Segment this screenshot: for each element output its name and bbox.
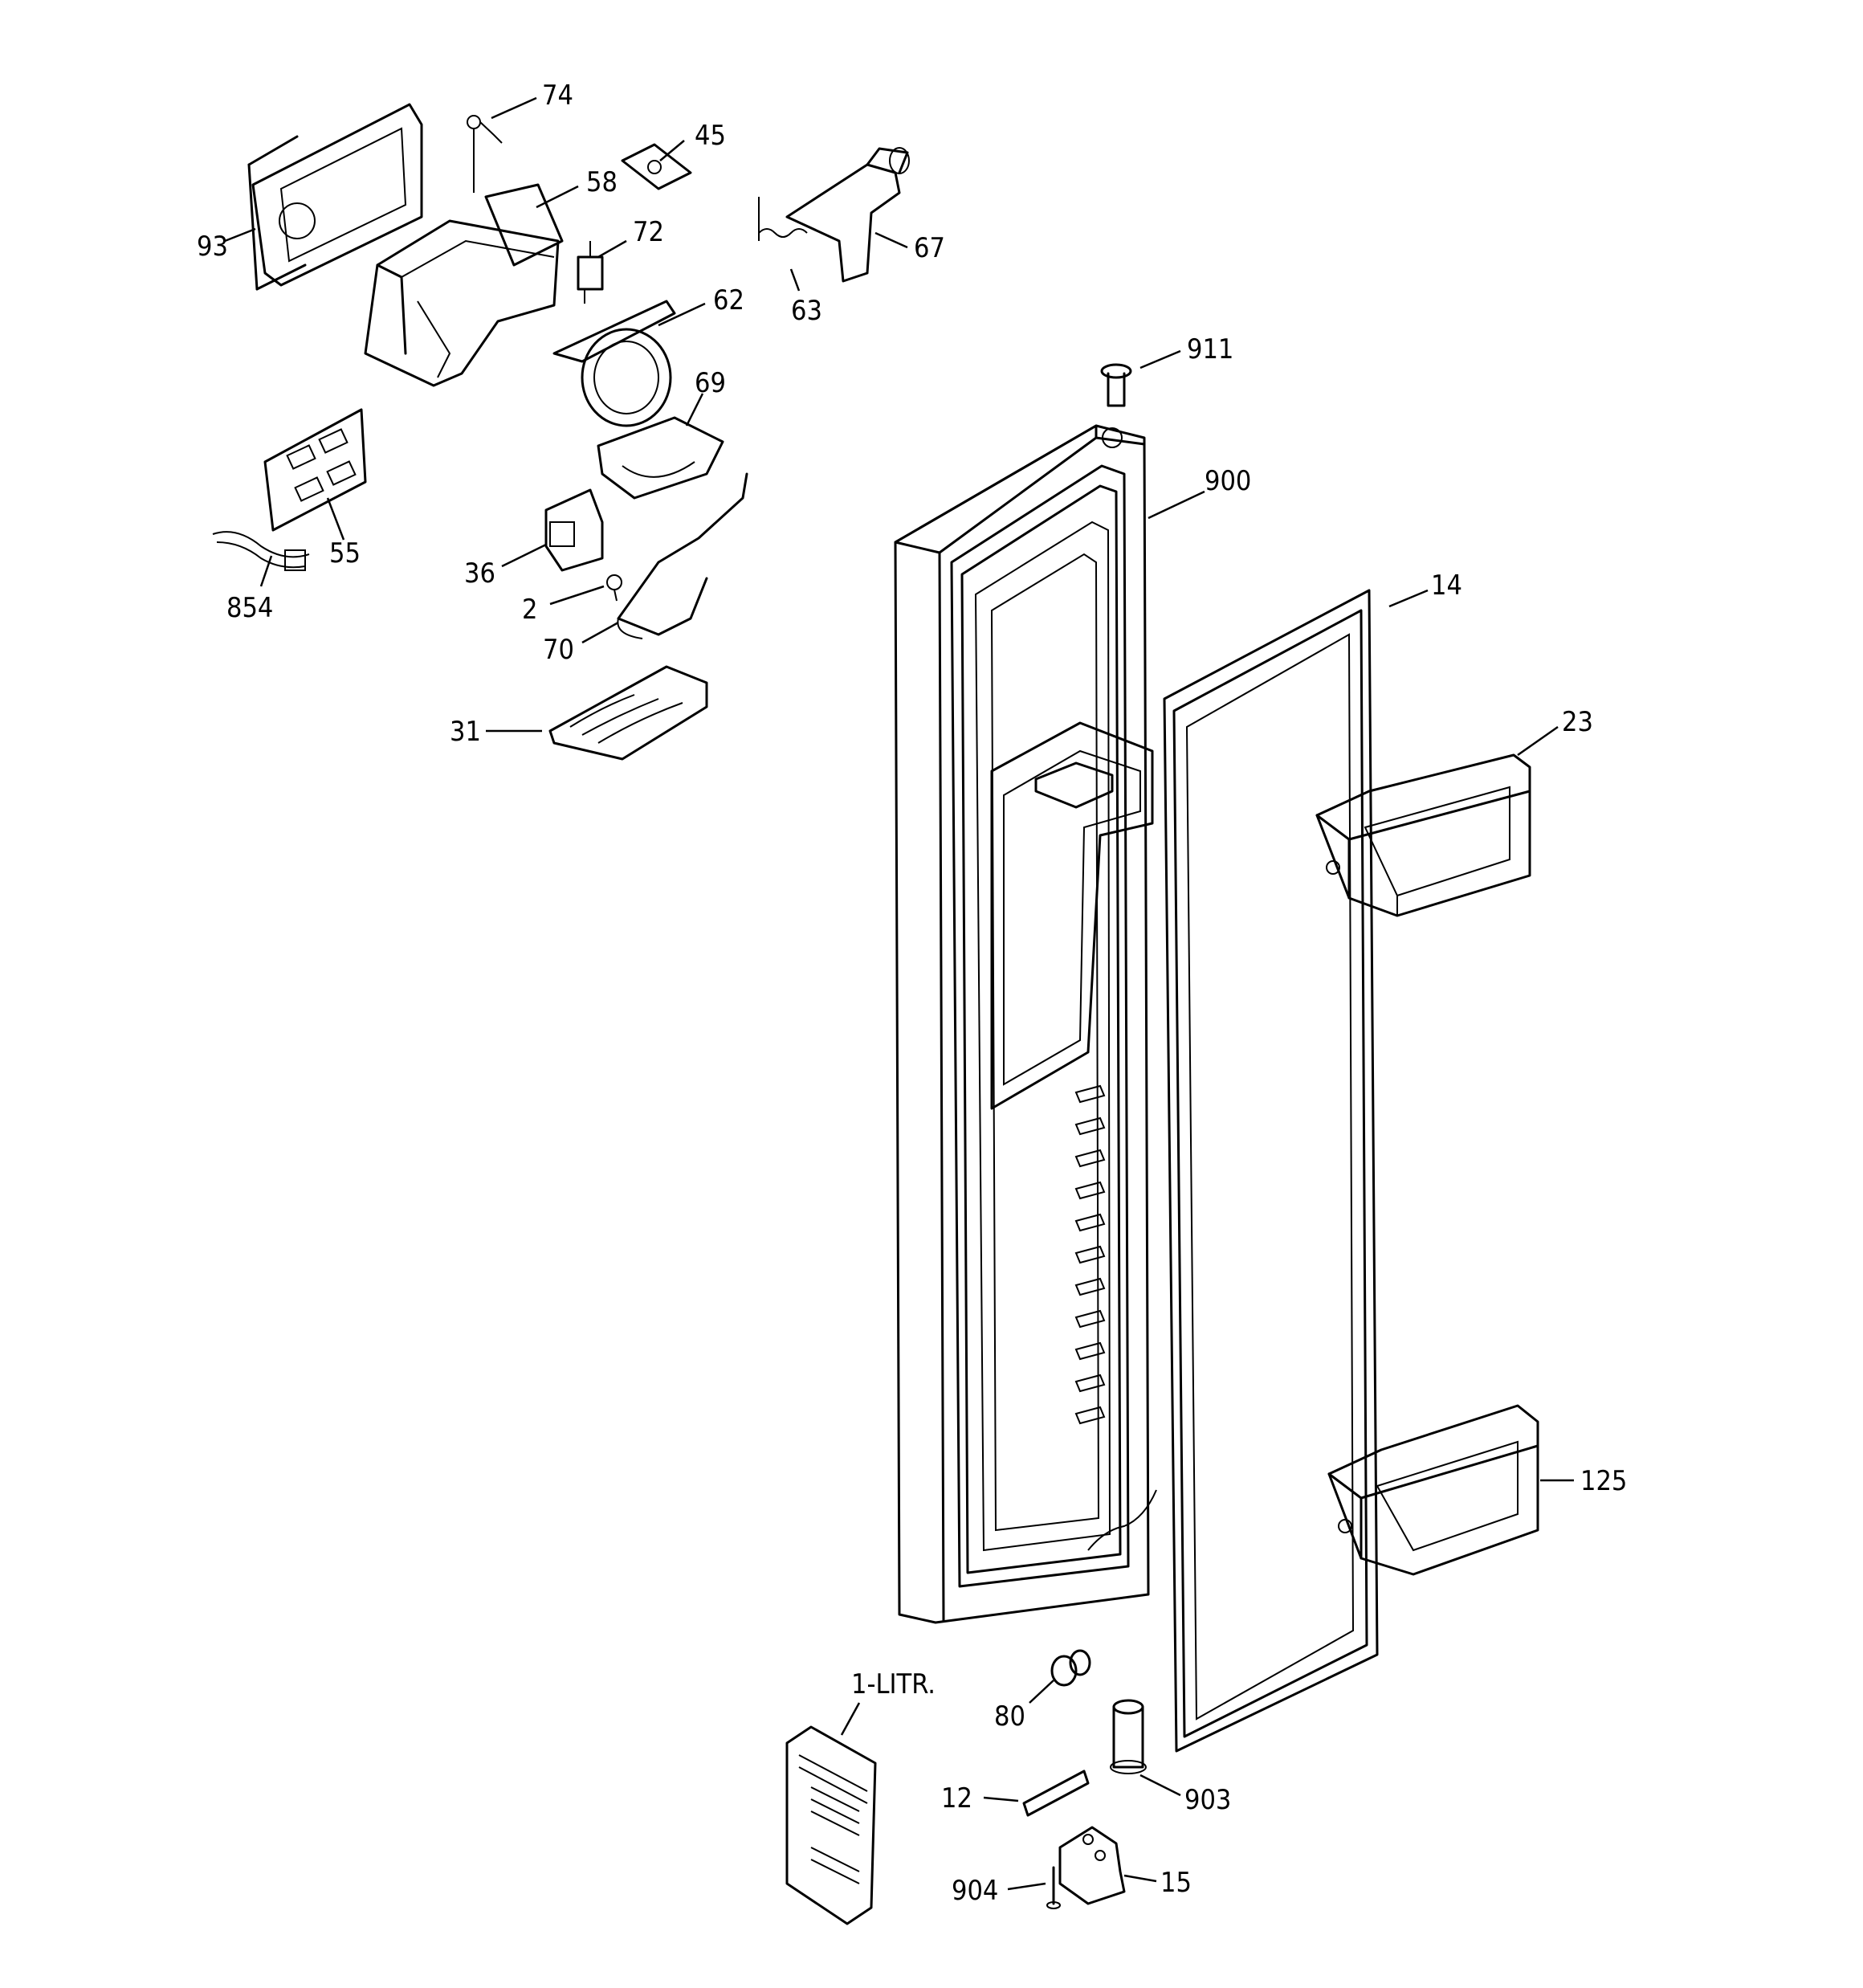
motor-36 bbox=[544, 488, 604, 572]
drip-tray-31 bbox=[548, 665, 708, 761]
door-bin-125 bbox=[1327, 1404, 1539, 1576]
board-55 bbox=[263, 408, 367, 532]
label-45: 45 bbox=[695, 120, 726, 152]
hinge-15 bbox=[1058, 1826, 1126, 1905]
bracket-45 bbox=[621, 143, 692, 190]
label-911: 911 bbox=[1187, 333, 1233, 365]
screw-904 bbox=[1046, 1866, 1061, 1909]
chute-69 bbox=[597, 416, 724, 500]
door-panel-900 bbox=[894, 424, 1157, 1624]
label-70: 70 bbox=[543, 634, 574, 666]
label-69: 69 bbox=[695, 367, 726, 399]
screw-2 bbox=[606, 574, 622, 602]
label-23: 23 bbox=[1562, 706, 1593, 738]
funnel-62 bbox=[552, 300, 676, 427]
paddle-70 bbox=[617, 472, 748, 639]
label-15: 15 bbox=[1160, 1867, 1192, 1899]
label-62: 62 bbox=[713, 284, 744, 316]
pin-903 bbox=[1110, 1699, 1147, 1774]
door-bin-23 bbox=[1315, 753, 1531, 917]
label-31: 31 bbox=[450, 716, 481, 748]
label-854: 854 bbox=[226, 592, 273, 624]
cap-911 bbox=[1100, 363, 1132, 407]
label-12: 12 bbox=[941, 1782, 972, 1815]
leader-lines bbox=[224, 96, 1574, 1891]
label-903: 903 bbox=[1184, 1784, 1231, 1816]
door-gasket-14 bbox=[1163, 589, 1379, 1753]
spring-63 bbox=[758, 197, 808, 241]
label-74: 74 bbox=[542, 80, 573, 112]
literature-1-litr bbox=[785, 1725, 877, 1925]
label-2: 2 bbox=[522, 594, 537, 626]
label-36: 36 bbox=[464, 557, 495, 590]
hinge-67 bbox=[785, 147, 910, 283]
label-904: 904 bbox=[952, 1875, 998, 1907]
dispenser-housing bbox=[364, 129, 564, 387]
label-67: 67 bbox=[914, 232, 945, 264]
label-14: 14 bbox=[1431, 569, 1462, 602]
switch-72 bbox=[577, 241, 604, 304]
label-72: 72 bbox=[633, 216, 664, 248]
callout-labels: 74 45 58 93 72 67 63 62 911 69 55 900 36… bbox=[197, 80, 1627, 1907]
harness-854 bbox=[212, 531, 310, 571]
label-93: 93 bbox=[197, 231, 228, 263]
label-1-litr: 1-LITR. bbox=[851, 1668, 936, 1700]
label-55: 55 bbox=[329, 537, 361, 569]
label-63: 63 bbox=[791, 295, 822, 327]
label-80: 80 bbox=[994, 1700, 1025, 1733]
spring-74 bbox=[467, 115, 503, 144]
label-900: 900 bbox=[1205, 465, 1251, 497]
label-125: 125 bbox=[1580, 1465, 1627, 1497]
plate-12 bbox=[1022, 1770, 1090, 1817]
label-58: 58 bbox=[586, 166, 618, 198]
bushing-80 bbox=[1050, 1649, 1091, 1687]
control-panel-93 bbox=[247, 103, 423, 291]
